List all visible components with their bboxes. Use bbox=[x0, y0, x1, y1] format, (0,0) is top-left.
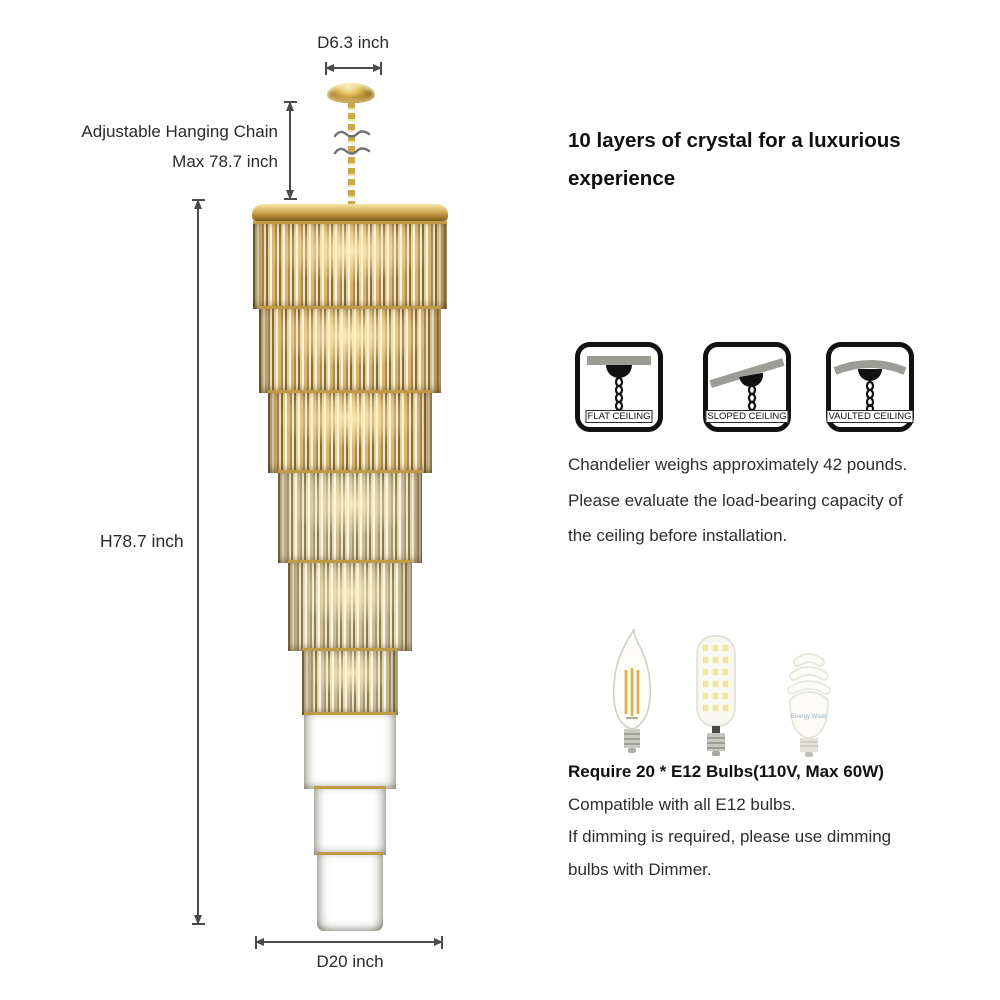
sloped-ceiling-icon: SLOPED CEILING bbox=[703, 342, 791, 432]
flat-ceiling-label: FLAT CEILING bbox=[585, 410, 653, 423]
bulb-compatibility: Compatible with all E12 bulbs. bbox=[568, 795, 796, 814]
vaulted-ceiling-glyph bbox=[833, 360, 907, 415]
chain-note-line2: Max 78.7 inch bbox=[172, 152, 278, 171]
bulb-requirement: Require 20 * E12 Bulbs(110V, Max 60W) bbox=[568, 762, 884, 781]
height-label: H78.7 inch bbox=[100, 531, 184, 551]
weight-note-line3: the ceiling before installation. bbox=[568, 526, 788, 545]
crystal-tier-4 bbox=[278, 470, 422, 563]
canopy-diameter-dimension-line bbox=[325, 62, 382, 75]
chain-note-line1: Adjustable Hanging Chain bbox=[81, 122, 278, 141]
crystal-tier-2 bbox=[259, 306, 441, 393]
dimming-note-line2: bulbs with Dimmer. bbox=[568, 860, 712, 879]
sloped-ceiling-label: SLOPED CEILING bbox=[705, 410, 789, 423]
sloped-ceiling-glyph bbox=[709, 358, 785, 412]
crystal-tier-7 bbox=[304, 712, 396, 789]
bottom-diameter-label: D20 inch bbox=[316, 952, 384, 971]
headline-line1: 10 layers of crystal for a luxurious bbox=[568, 129, 901, 152]
crystal-tier-1 bbox=[253, 221, 447, 309]
dimming-note-line1: If dimming is required, please use dimmi… bbox=[568, 827, 892, 846]
chain-break-mark bbox=[333, 147, 371, 155]
crystal-tier-9 bbox=[317, 852, 383, 931]
weight-note-line1: Chandelier weighs approximately 42 pound… bbox=[568, 455, 908, 474]
chandelier-top-rim bbox=[252, 204, 448, 221]
crystal-tier-3 bbox=[268, 390, 432, 473]
corn-led-bulb-image bbox=[696, 635, 736, 756]
height-dimension-line bbox=[192, 199, 205, 925]
bottom-diameter-dimension-line bbox=[255, 936, 443, 949]
crystal-tier-5 bbox=[288, 560, 412, 651]
crystal-tier-6 bbox=[302, 648, 398, 715]
ceiling-canopy bbox=[327, 83, 375, 103]
chain-length-dimension-line bbox=[284, 101, 297, 200]
headline-line2: experience bbox=[568, 167, 676, 190]
spiral-cfl-bulb-image: Energy Wiser bbox=[787, 653, 831, 757]
vaulted-ceiling-icon: VAULTED CEILING bbox=[826, 342, 914, 432]
crystal-tier-8 bbox=[314, 786, 386, 855]
spiral-bulb-brand-text: Energy Wiser bbox=[791, 714, 827, 720]
chain-break-mark bbox=[333, 130, 371, 138]
vaulted-ceiling-label: VAULTED CEILING bbox=[826, 410, 914, 423]
weight-note-line2: Please evaluate the load-bearing capacit… bbox=[568, 491, 903, 510]
flat-ceiling-icon: FLAT CEILING bbox=[575, 342, 663, 432]
flat-ceiling-glyph bbox=[587, 356, 651, 412]
candle-filament-bulb-image bbox=[612, 628, 652, 753]
canopy-diameter-label: D6.3 inch bbox=[317, 33, 389, 52]
